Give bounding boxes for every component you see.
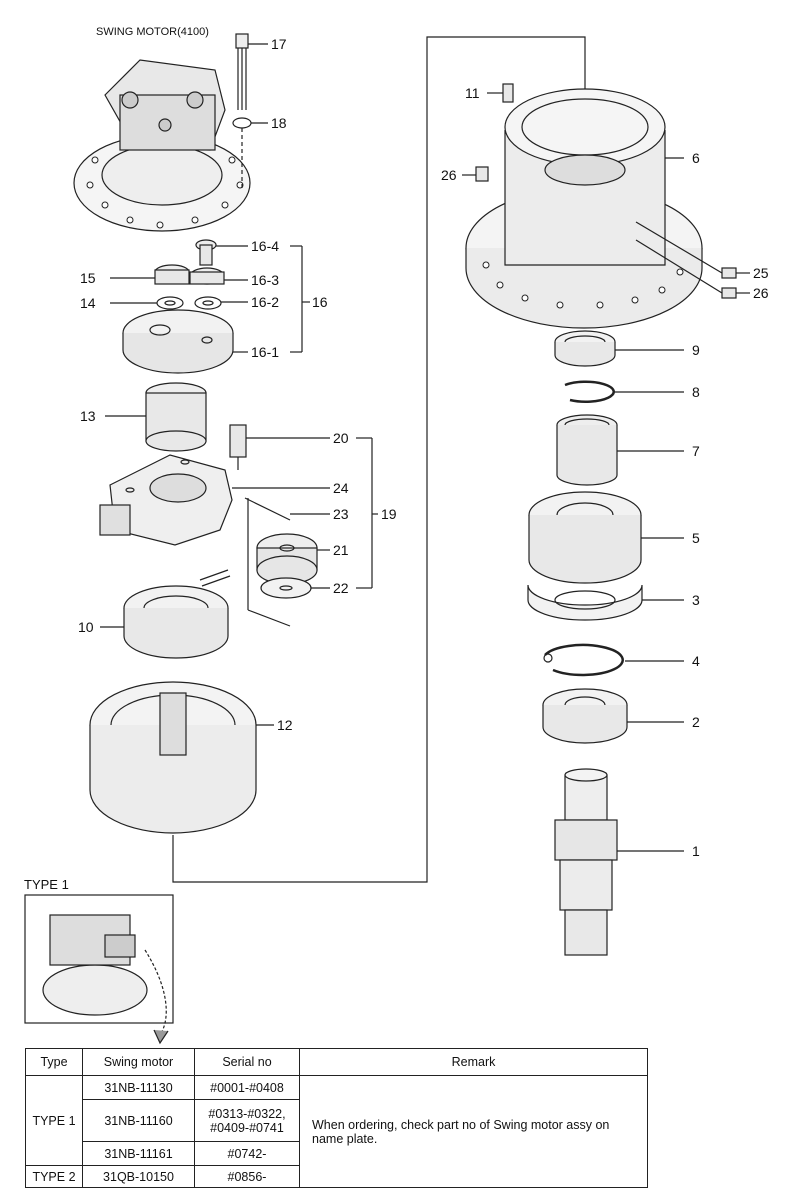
callout-26-left: 26 <box>441 167 457 183</box>
cell-type: TYPE 2 <box>25 1165 83 1188</box>
callout-20: 20 <box>333 430 349 446</box>
callout-16-2: 16-2 <box>251 294 279 310</box>
plugs-25-26-right <box>635 221 750 299</box>
pin-11 <box>487 83 514 103</box>
shaft-1 <box>554 768 684 956</box>
cell-serial: #0742- <box>194 1141 300 1166</box>
callout-5: 5 <box>692 530 700 546</box>
bolt-17 <box>235 33 268 190</box>
header-swing-motor: Swing motor <box>82 1048 195 1076</box>
seal-3 <box>527 584 684 621</box>
callout-1: 1 <box>692 843 700 859</box>
carrier-24 <box>99 454 330 546</box>
table-row: 31NB-11160 #0313-#0322, #0409-#0741 <box>26 1099 648 1142</box>
swing-motor-assembly <box>73 59 251 232</box>
callout-26-right: 26 <box>753 285 769 301</box>
callout-22: 22 <box>333 580 349 596</box>
bushing-7 <box>556 414 684 486</box>
plug-26-left <box>462 166 489 182</box>
cell-remark: When ordering, check part no of Swing mo… <box>299 1075 648 1188</box>
table-row: TYPE 1 31NB-11130 #0001-#0408 When order… <box>25 1075 648 1188</box>
pin-23 <box>199 497 330 627</box>
diagram-title: SWING MOTOR(4100) <box>96 26 209 38</box>
callout-16-4: 16-4 <box>251 238 279 254</box>
callout-16-1: 16-1 <box>251 344 279 360</box>
washer-22 <box>260 577 330 599</box>
cell-motor: 31NB-11160 <box>82 1099 195 1142</box>
callout-21: 21 <box>333 542 349 558</box>
cell-serial: #0856- <box>194 1165 300 1188</box>
bracket-16 <box>290 245 310 353</box>
callout-25: 25 <box>753 265 769 281</box>
cell-motor: 31NB-11161 <box>82 1141 195 1166</box>
callout-12: 12 <box>277 717 293 733</box>
callout-16-3: 16-3 <box>251 272 279 288</box>
callout-4: 4 <box>692 653 700 669</box>
sun-gear-13 <box>105 382 207 452</box>
callout-16: 16 <box>312 294 328 310</box>
type1-inset <box>24 894 174 1045</box>
header-serial-no: Serial no <box>194 1048 300 1076</box>
gear-16-3 <box>189 267 248 285</box>
washer-16-2 <box>194 296 248 310</box>
parts-table: Type Swing motor Serial no Remark TYPE 1… <box>25 1048 648 1188</box>
callout-19: 19 <box>381 506 397 522</box>
callout-7: 7 <box>692 443 700 459</box>
cell-motor: 31NB-11130 <box>82 1075 195 1100</box>
callout-8: 8 <box>692 384 700 400</box>
pinion-16-4 <box>195 239 248 266</box>
cell-motor: 31QB-10150 <box>82 1165 195 1188</box>
pin-20 <box>229 424 330 470</box>
callout-10: 10 <box>78 619 94 635</box>
bearing-5 <box>528 491 684 584</box>
cell-serial: #0313-#0322, #0409-#0741 <box>194 1099 300 1142</box>
table-row: TYPE 2 31QB-10150 #0856- <box>25 1165 648 1188</box>
bracket-19 <box>356 437 378 589</box>
callout-18: 18 <box>271 115 287 131</box>
washer-14 <box>110 296 184 310</box>
callout-3: 3 <box>692 592 700 608</box>
leader-line-connector <box>172 36 586 883</box>
callout-17: 17 <box>271 36 287 52</box>
cell-serial: #0001-#0408 <box>194 1075 300 1100</box>
header-type: Type <box>25 1048 83 1076</box>
callout-24: 24 <box>333 480 349 496</box>
casing-6 <box>465 88 703 329</box>
type1-caption: TYPE 1 <box>24 877 69 892</box>
cell-type: TYPE 1 <box>25 1075 83 1166</box>
collar-2 <box>542 688 684 744</box>
carrier-16-1 <box>122 309 248 374</box>
header-remark: Remark <box>299 1048 648 1076</box>
callout-11: 11 <box>465 85 480 101</box>
callout-2: 2 <box>692 714 700 730</box>
washer-18 <box>232 117 268 129</box>
planet-gear-21 <box>256 533 330 585</box>
callout-13: 13 <box>80 408 96 424</box>
gear-15 <box>110 264 190 285</box>
callout-6: 6 <box>692 150 700 166</box>
snap-ring-4 <box>543 643 684 677</box>
callout-9: 9 <box>692 342 700 358</box>
bearing-9 <box>554 330 684 367</box>
callout-14: 14 <box>80 295 96 311</box>
callout-23: 23 <box>333 506 349 522</box>
bearing-10 <box>100 585 229 659</box>
ring-gear-12 <box>89 681 274 834</box>
diagram-labels: SWING MOTOR(4100) 17 18 16-4 16-3 16-2 1… <box>78 26 769 859</box>
table-header-row: Type Swing motor Serial no Remark <box>25 1048 648 1076</box>
callout-15: 15 <box>80 270 96 286</box>
snap-ring-8 <box>564 380 684 403</box>
